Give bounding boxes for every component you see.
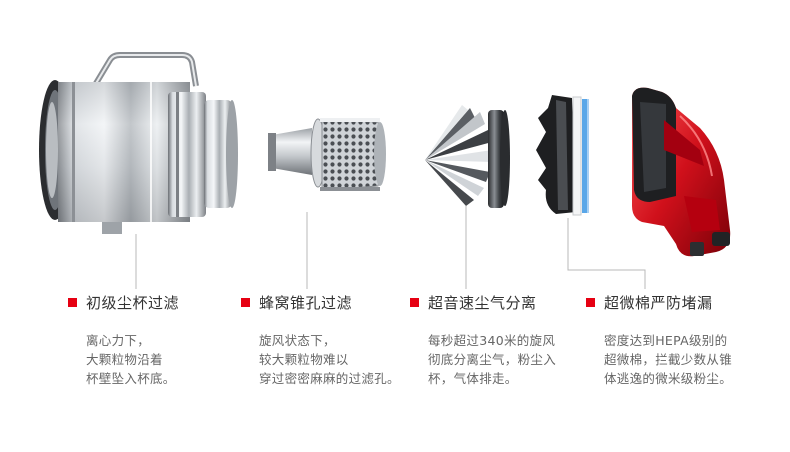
red-square-icon xyxy=(68,298,77,307)
feature-title: 蜂窝锥孔过滤 xyxy=(259,294,353,312)
red-square-icon xyxy=(586,298,595,307)
description-line: 较大颗粒物难以 xyxy=(259,352,349,367)
red-square-icon xyxy=(410,298,419,307)
description-line: 穿过密密麻麻的过滤孔。 xyxy=(259,371,400,386)
feature-description: 密度达到HEPA级别的 超微棉，拦截少数从锥 体逃逸的微米级粉尘。 xyxy=(586,331,732,388)
feature-description: 旋风状态下， 较大颗粒物难以 穿过密密麻麻的过滤孔。 xyxy=(241,331,400,388)
dust-cup-icon xyxy=(39,52,238,234)
feature-cyclone: 超音速尘气分离 每秒超过340米的旋风 彻底分离尘气，粉尘入 杯，气体排走。 xyxy=(410,292,556,388)
description-line: 离心力下， xyxy=(86,333,151,348)
description-line: 体逃逸的微米级粉尘。 xyxy=(604,371,733,386)
description-line: 密度达到HEPA级别的 xyxy=(604,333,728,348)
motor-housing-icon xyxy=(632,87,731,257)
description-line: 大颗粒物沿着 xyxy=(86,352,163,367)
feature-dust-cup: 初级尘杯过滤 离心力下， 大颗粒物沿着 杯壁坠入杯底。 xyxy=(68,292,179,388)
description-line: 每秒超过340米的旋风 xyxy=(428,333,556,348)
description-line: 超微棉，拦截少数从锥 xyxy=(604,352,733,367)
description-line: 彻底分离尘气，粉尘入 xyxy=(428,352,557,367)
feature-hepa-foam: 超微棉严防堵漏 密度达到HEPA级别的 超微棉，拦截少数从锥 体逃逸的微米级粉尘… xyxy=(586,292,732,388)
hepa-foam-filter-icon xyxy=(536,95,589,216)
description-line: 旋风状态下， xyxy=(259,333,336,348)
feature-mesh-cone: 蜂窝锥孔过滤 旋风状态下， 较大颗粒物难以 穿过密密麻麻的过滤孔。 xyxy=(241,292,400,388)
feature-heading: 超音速尘气分离 xyxy=(410,292,556,313)
feature-heading: 初级尘杯过滤 xyxy=(68,292,179,313)
feature-heading: 超微棉严防堵漏 xyxy=(586,292,732,313)
feature-title: 初级尘杯过滤 xyxy=(86,294,180,312)
feature-title: 超微棉严防堵漏 xyxy=(604,294,713,312)
red-square-icon xyxy=(241,298,250,307)
feature-description: 离心力下， 大颗粒物沿着 杯壁坠入杯底。 xyxy=(68,331,179,388)
filter-components-illustration xyxy=(39,52,731,257)
feature-title: 超音速尘气分离 xyxy=(428,294,537,312)
feature-description: 每秒超过340米的旋风 彻底分离尘气，粉尘入 杯，气体排走。 xyxy=(410,331,556,388)
feature-heading: 蜂窝锥孔过滤 xyxy=(241,292,400,313)
description-line: 杯，气体排走。 xyxy=(428,371,518,386)
cyclone-separator-icon xyxy=(425,105,510,208)
description-line: 杯壁坠入杯底。 xyxy=(86,371,176,386)
leader-line-foam xyxy=(567,218,646,289)
mesh-cone-filter-icon xyxy=(268,118,386,191)
